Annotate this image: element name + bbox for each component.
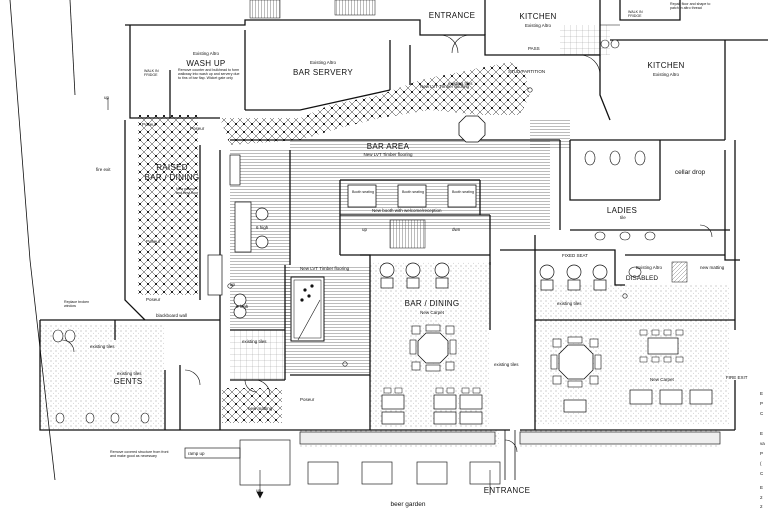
walk-in-fridge-left: WALK IN FRIDGE [144,69,159,78]
edge-text-1: E [760,391,764,396]
round-tables [417,115,594,380]
gents-label: GENTS [113,377,143,386]
gents-floor [40,325,165,430]
booth-1-label: Booth seating [352,190,374,194]
booth-mid-note: New booth with welcome/reception [372,208,442,213]
cellar-drop-label: cellar drop [674,169,706,176]
booth-2-label: Booth seating [402,190,424,194]
repair-floor-note: Repair floor and shape to patch in altro… [670,2,711,11]
kitchen-right-label: KITCHEN [647,61,685,70]
doors [61,34,713,453]
existing-tiles-5: existing tiles [90,344,115,349]
ladies-label: LADIES [606,206,638,215]
wash-up-label: WASH UP [186,59,226,68]
edge-text-2: P [760,401,764,406]
up-4: up [230,282,236,287]
wash-up-sub: Existing Altro [192,51,220,56]
checker-corridor [220,62,530,145]
poseur-1: Poseur [142,122,157,127]
edge-text-8: C [760,471,764,476]
new-lvt-2: New LVT Timber flooring [420,84,470,89]
entrance-top-label: ENTRANCE [428,11,476,20]
chairs-round [409,324,602,388]
bar-area-sub: New LVT Timber flooring [363,152,413,157]
poseur-4: Poseur [146,297,161,302]
fixed-seat-label: FIXED SEAT [562,253,588,258]
new-carpet-right: New Carpet [650,377,674,382]
annotations [107,24,628,499]
bar-dining-sub: New Carpet [420,310,444,315]
blackboard-note: blackboard wall [156,313,188,318]
bar-servery-sub: Existing Altro [309,60,337,65]
booth-3-label: Booth seating [452,190,474,194]
bar-servery-label: BAR SERVERY [293,68,353,77]
existing-tiles-4: existing tiles [117,371,142,376]
up-3: up [256,488,262,493]
walls [9,0,768,481]
stairs [249,0,688,283]
replace-window-note: Replace broken window [64,300,90,309]
rect-chairs [383,329,684,394]
down-label: dwn [452,227,461,232]
beer-garden-label: beer garden [390,501,426,508]
kitchen-top-label: KITCHEN [519,12,557,21]
six-high-1: 6 high [256,225,269,230]
kitchen-top-sub: Existing Altro [524,23,552,28]
walk-in-fridge-top: WALK IN FRIDGE [628,10,643,19]
wash-up-note: Remove counter and bulkhead to form walk… [178,68,240,81]
edge-text-7: ( [760,461,762,466]
ramp-up-label: ramp up [188,451,205,456]
existing-tiles-3: existing tiles [494,362,519,367]
new-matting-2: new matting [700,265,725,270]
new-vinyl-note: New poseur and vinyl floor [176,187,199,196]
up-2: up [362,227,368,232]
disabled-label: DISABLED [625,275,659,282]
edge-text-4: E [760,431,764,436]
edge-text-6: P [760,451,764,456]
edge-text-5: va [760,441,765,446]
remove-structure-note: Remove covered structure from front and … [110,450,169,459]
booths [347,184,477,208]
fire-exit-left: fire exit [96,167,111,172]
new-matting-1: new matting [248,406,273,411]
existing-tiles-6: existing tiles [448,81,473,86]
pool-table [290,276,325,342]
stud-partition-label: STUD PARTITION [508,69,546,74]
sanitary [52,39,656,424]
poseur-3: Poseur [146,239,161,244]
front-planters [184,431,721,486]
bar-area-label: BAR AREA [366,142,410,151]
six-high-2: 6 high [236,304,249,309]
raised-label-1: RAISED [156,163,188,172]
rect-tables [207,154,713,425]
existing-altro-disabled: Existing Altro [636,265,663,270]
edge-text-11: 2 [760,504,763,509]
poseur-5: Poseur [300,397,315,402]
bar-dining-label: BAR / DINING [404,299,460,308]
raised-area-checker [138,115,198,295]
edge-text-10: 2 [760,495,763,500]
raised-label-2: BAR / DINING [144,173,200,182]
new-lvt-1: New LVT Timber flooring [300,266,350,271]
tile-label: tile [620,215,626,220]
existing-tiles-2: existing tiles [557,301,582,306]
bar-stools [233,207,608,319]
kitchen-right-sub: Existing Altro [652,72,680,77]
edge-text-9: E [760,485,764,490]
up-1: up [104,95,110,100]
entrance-bottom-label: ENTRANCE [483,486,531,495]
existing-tiles-1: existing tiles [242,339,267,344]
pass-label: PASS [528,46,540,51]
poseur-2: Poseur [190,126,205,131]
fire-exit-right: FIRE EXIT [726,375,748,380]
edge-text-3: C [760,411,764,416]
